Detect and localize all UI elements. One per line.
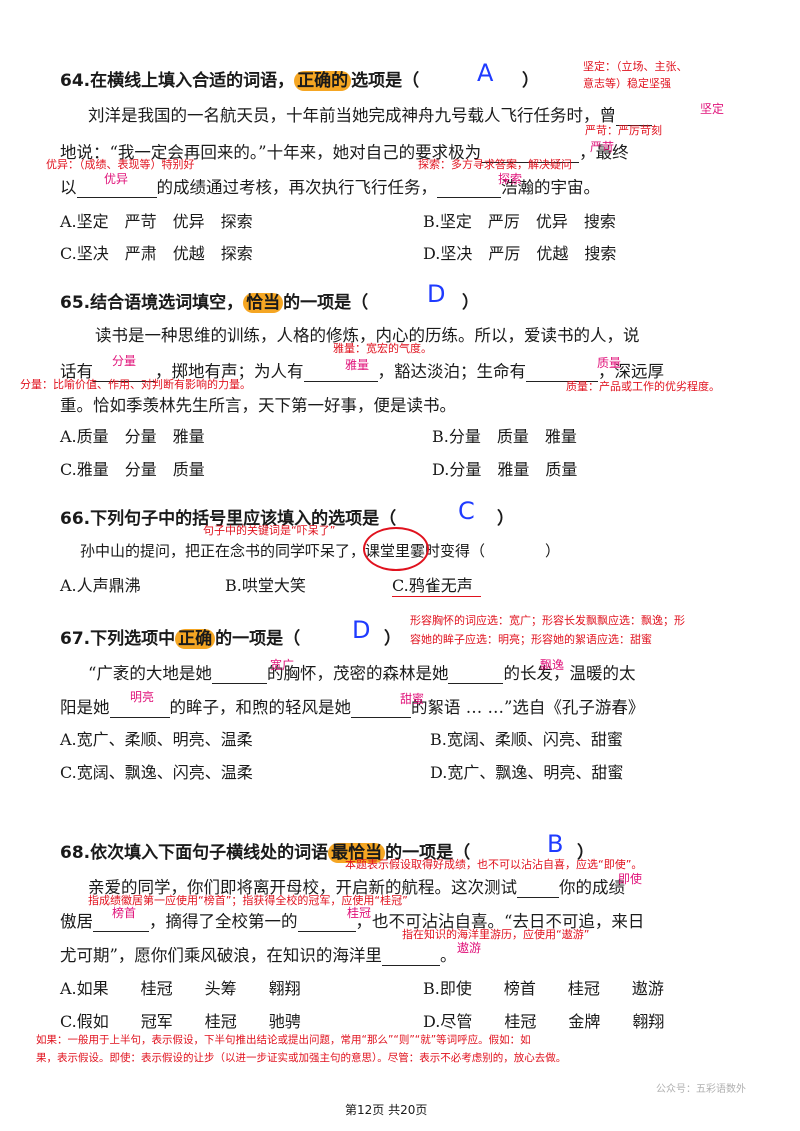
q64-fill-4: 探索 bbox=[498, 172, 523, 186]
q67-passage-line1: “广袤的大地是她的胸怀，茂密的森林是她的长发，温暖的太 bbox=[88, 664, 636, 684]
q68-note-low: 指在知识的海洋里游历，应使用“遨游” bbox=[402, 928, 590, 941]
q64-note-youyi: 优异：（成绩、表现等）特别好 bbox=[46, 158, 195, 171]
q65-passage-line2: 话有，掷地有声；为人有，豁达淡泊；生命有，深远厚 bbox=[60, 362, 664, 382]
q64-passage-line3: 以的成绩通过考核，再次执行飞行任务，浩瀚的宇宙。 bbox=[60, 178, 600, 198]
q66-keyword-circle bbox=[363, 527, 429, 571]
q67-fill-1: 宽广 bbox=[270, 658, 295, 672]
q68-title-highlight: 最恰当 bbox=[328, 843, 386, 863]
q65-passage-line3: 重。恰如季羡林先生所言，天下第一好事，便是读书。 bbox=[60, 396, 456, 415]
q64-note-tansuo: 探索：多方寻求答案，解决疑问 bbox=[418, 158, 572, 171]
q67-option-c: C.宽阔、飘逸、闪亮、温柔 bbox=[60, 763, 253, 782]
q65-answer: D bbox=[427, 280, 446, 308]
q68-option-d: D.尽管 桂冠 金牌 翱翔 bbox=[423, 1012, 665, 1031]
q64-option-d: D.坚决 严厉 优越 搜索 bbox=[423, 244, 617, 263]
q68-passage-line3: 尤可期”，愿你们乘风破浪，在知识的海洋里。 bbox=[60, 946, 457, 966]
q66-option-c: C.鸦雀无声 bbox=[392, 572, 481, 597]
q67-note-2: 容她的眸子应选：明亮；形容她的絮语应选：甜蜜 bbox=[410, 633, 652, 646]
q64-option-c: C.坚决 严肃 优越 探索 bbox=[60, 244, 253, 263]
q64-passage-line1: 刘洋是我国的一名航天员，十年前当她完成神舟九号载人飞行任务时，曾 bbox=[88, 102, 652, 126]
q64-title: 64.在横线上填入合适的词语，正确的选项是（ bbox=[60, 71, 420, 91]
page-number: 第12页 共20页 bbox=[345, 1103, 428, 1117]
q64-fill-1: 坚定 bbox=[700, 102, 725, 116]
q66-title-close: ） bbox=[497, 509, 514, 529]
q67-option-d: D.宽广、飘逸、明亮、甜蜜 bbox=[430, 763, 624, 782]
q64-passage-line2: 地说：“我一定会再回来的。”十年来，她对自己的要求极为，最终 bbox=[60, 143, 629, 163]
q68-fill-1: 即使 bbox=[618, 872, 643, 886]
q64-title-highlight: 正确的 bbox=[294, 71, 352, 91]
q68-title-close: ） bbox=[577, 843, 594, 863]
q68-option-b: B.即使 榜首 桂冠 遨游 bbox=[423, 979, 664, 998]
q64-answer: A bbox=[477, 59, 494, 87]
q64-fill-3: 优异 bbox=[104, 172, 129, 186]
q67-fill-4: 甜蜜 bbox=[400, 692, 425, 706]
q66-note-key: 句子中的关键词是“吓呆了” bbox=[203, 524, 336, 537]
q68-passage-line1: 亲爱的同学，你们即将离开母校，开启新的航程。这次测试你的成绩 bbox=[88, 878, 625, 898]
q66-title: 66.下列句子中的括号里应该填入的选项是（ bbox=[60, 509, 397, 529]
q68-passage-line2: 傲居，摘得了全校第一的，也不可沾沾自喜。“去日不可追，来日 bbox=[60, 912, 645, 932]
q65-title-close: ） bbox=[462, 293, 479, 313]
q67-title-close: ） bbox=[384, 629, 401, 649]
q65-option-b: B.分量 质量 雅量 bbox=[432, 427, 577, 446]
q65-option-a: A.质量 分量 雅量 bbox=[60, 427, 205, 446]
q68-note-mid: 指成绩徽居第一应使用“榜首”；指获得全校的冠军，应使用“桂冠” bbox=[88, 894, 408, 907]
watermark: 公众号：五彩语数外 bbox=[656, 1084, 746, 1095]
q67-answer: D bbox=[352, 616, 371, 644]
q64-title-close: ） bbox=[522, 71, 539, 91]
q64-option-b: B.坚定 严厉 优异 搜索 bbox=[423, 212, 616, 231]
q65-fill-3: 质量 bbox=[597, 356, 622, 370]
q64-note-jianding-1: 坚定：（立场、主张、 bbox=[583, 60, 688, 73]
q66-option-a: A.人声鼎沸 bbox=[60, 576, 141, 595]
q68-title: 68.依次填入下面句子横线处的词语最恰当的一项是（ bbox=[60, 843, 471, 863]
q64-note-jianding-2: 意志等）稳定坚强 bbox=[583, 77, 671, 90]
q65-fill-1: 分量 bbox=[112, 354, 137, 368]
q64-note-yanke: 严苛：严厉苛刻 bbox=[585, 124, 662, 137]
q65-note-fenliang: 分量：比喻价值、作用、对判断有影响的力量。 bbox=[20, 378, 251, 391]
q65-option-c: C.雅量 分量 质量 bbox=[60, 460, 205, 479]
q67-fill-2: 飘逸 bbox=[540, 658, 565, 672]
q65-option-d: D.分量 雅量 质量 bbox=[432, 460, 578, 479]
q68-fill-3: 桂冠 bbox=[347, 906, 372, 920]
q68-option-a: A.如果 桂冠 头筹 翱翔 bbox=[60, 979, 301, 998]
q67-fill-3: 明亮 bbox=[130, 690, 155, 704]
q67-title-highlight: 正确 bbox=[175, 629, 216, 649]
q65-fill-2: 雅量 bbox=[345, 358, 370, 372]
q68-bottom-note-2: 果，表示假设。即使：表示假设的让步（以进一步证实或加强主句的意思）。尽管：表示不… bbox=[36, 1052, 567, 1064]
q66-sentence: 孙中山的提问，把正在念书的同学吓呆了，课堂里霎时变得（ ） bbox=[80, 542, 561, 560]
q68-bottom-note-1: 如果：一般用于上半句，表示假设，下半句推出结论或提出问题，常用“那么”“则”“就… bbox=[36, 1034, 531, 1046]
q64-option-a: A.坚定 严苛 优异 探索 bbox=[60, 212, 253, 231]
q65-passage-line1: 读书是一种思维的训练，人格的修炼，内心的历练。所以，爱读书的人，说 bbox=[95, 326, 640, 345]
q66-answer: C bbox=[458, 497, 475, 525]
q68-answer: B bbox=[547, 830, 564, 858]
q66-keyword: 吓呆了 bbox=[305, 542, 351, 560]
q67-option-b: B.宽阔、柔顺、闪亮、甜蜜 bbox=[430, 730, 623, 749]
q64-fill-2: 严苛 bbox=[590, 140, 615, 154]
q65-note-yaliang: 雅量：宽宏的气度。 bbox=[333, 342, 432, 355]
q66-option-b: B.哄堂大笑 bbox=[225, 576, 306, 595]
q68-option-c: C.假如 冠军 桂冠 驰骋 bbox=[60, 1012, 301, 1031]
q67-passage-line2: 阳是她的眸子，和煦的轻风是她的絮语 … …”选自《孔子游春》 bbox=[60, 698, 645, 718]
q65-note-zhiliang: 质量：产品或工作的优劣程度。 bbox=[566, 380, 720, 393]
q65-title: 65.结合语境选词填空，恰当的一项是（ bbox=[60, 293, 369, 313]
q68-fill-2: 榜首 bbox=[112, 906, 137, 920]
q67-note-1: 形容胸怀的词应选：宽广；形容长发飘飘应选：飘逸；形 bbox=[410, 614, 685, 627]
q67-option-a: A.宽广、柔顺、明亮、温柔 bbox=[60, 730, 253, 749]
q65-title-highlight: 恰当 bbox=[243, 293, 284, 313]
q68-note-top: 本题表示假设取得好成绩，也不可以沾沾自喜，应选“即使”。 bbox=[345, 858, 643, 871]
q67-title: 67.下列选项中正确的一项是（ bbox=[60, 629, 301, 649]
q68-fill-4: 遨游 bbox=[457, 941, 482, 955]
